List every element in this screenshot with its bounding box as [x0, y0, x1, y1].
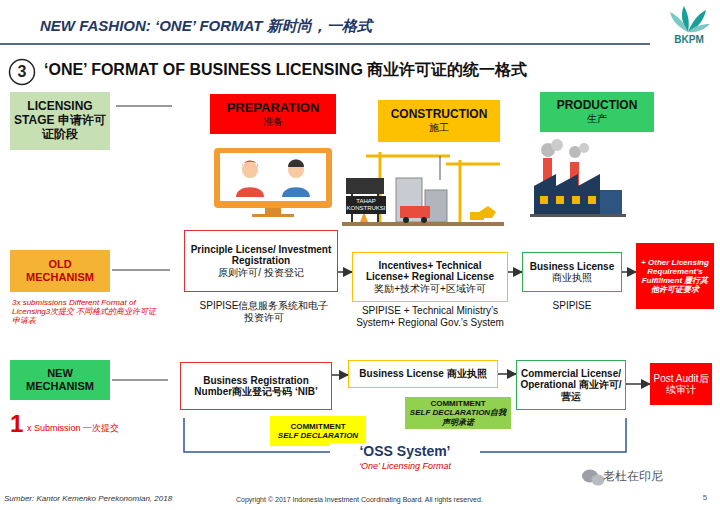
node-text: Commercial License/ Operational 商业许可/营运 [520, 368, 622, 403]
flow-arrow [338, 271, 352, 273]
node-text: 3 [18, 63, 27, 81]
copyright-note: Copyright © 2017 Indonesia Investment Co… [236, 496, 536, 504]
requirement-box: + Other Licensing Requirement’s Fulfillm… [636, 243, 714, 309]
node-text: 奖励+技术许可+区域许可 [374, 283, 486, 295]
mechanism-box: NEW MECHANISM [10, 360, 110, 400]
process-box: Business License商业执照 [522, 252, 622, 292]
process-box: Incentives+ Technical License+ Regional … [352, 252, 508, 302]
node-text: CONSTRUCTION [391, 108, 488, 122]
note-text: 3x submissions Different Format of Licen… [12, 298, 162, 326]
slide-header: NEW FASHION: ‘ONE’ FORMAT 新时尚，一格式 [40, 17, 440, 34]
node-text: SELF DECLARATION自我声明承诺 [407, 408, 509, 426]
system-label: SPIPISE + Technical Ministry’s System+ R… [342, 305, 518, 328]
node-text: 生产 [587, 113, 607, 125]
process-box: Business Registration Number商业登记号码 ‘NIB’ [180, 362, 332, 410]
circle-outline [10, 60, 35, 85]
commitment-box: COMMITMENTSELF DECLARATION自我声明承诺 [405, 397, 511, 429]
bkpm-logo [670, 6, 710, 32]
stage-box: PRODUCTION生产 [540, 92, 654, 132]
node-text: 施工 [429, 122, 449, 134]
callout-circle: 3 [8, 58, 36, 86]
stage-header: LICENSING STAGE 申请许可证阶段 [10, 92, 110, 150]
flow-arrow [498, 373, 516, 375]
row-line [116, 106, 172, 107]
stage-box: CONSTRUCTION施工 [378, 100, 500, 142]
node-text: COMMITMENT [290, 422, 345, 431]
node-text: OLD MECHANISM [13, 258, 107, 283]
flow-arrow [508, 271, 522, 273]
node-text: PREPARATION [227, 101, 320, 116]
source-note: Sumber: Kantor Kemenko Perekonomian, 201… [4, 494, 234, 503]
flow-arrow [332, 374, 348, 376]
stage-box: PREPARATION准备 [210, 94, 336, 134]
construction-illustration [342, 152, 504, 226]
node-text: 商业执照 [552, 272, 592, 284]
node-text: Business Registration Number商业登记号码 ‘NIB’ [185, 375, 327, 398]
system-caption: ‘One’ Licensing Format [330, 461, 480, 471]
flow-arrow [626, 383, 650, 385]
note-text: x Submission 一次提交 [27, 423, 157, 433]
diagram-title: ‘ONE’ FORMAT OF BUSINESS LICENSING 商业许可证… [44, 61, 604, 79]
commitment-box: COMMITMENTSELF DECLARATION [270, 416, 366, 446]
computer-illustration [214, 148, 332, 217]
node-text: Post Audit后续审计 [653, 373, 709, 396]
header-rule [0, 43, 650, 45]
page-number: 5 [698, 493, 712, 502]
factory-illustration [530, 139, 626, 217]
node-text: Principle License/ Investment Registrati… [189, 244, 333, 267]
node-text: SELF DECLARATION [278, 431, 358, 440]
node-text: 准备 [263, 116, 283, 128]
system-label: SPIPISE [530, 300, 614, 312]
row-line [112, 380, 168, 381]
process-box: Business License 商业执照 [348, 360, 498, 388]
node-text: Incentives+ Technical License+ Regional … [356, 260, 504, 283]
node-text: + Other Licensing Requirement’s Fulfillm… [639, 258, 711, 295]
system-label: SPIPISE信息服务系统和电子投资许可 [196, 300, 332, 323]
logo-text: BKPM [666, 34, 712, 46]
mechanism-box: OLD MECHANISM [10, 250, 110, 292]
process-box: Principle License/ Investment Registrati… [184, 230, 338, 292]
wechat-icon [582, 470, 605, 486]
sign-text: TAHAP KONSTRUKSI [346, 198, 386, 211]
system-name: ‘OSS System’ [330, 443, 480, 459]
node-text: PRODUCTION [557, 99, 638, 113]
node-text: COMMITMENT [430, 399, 485, 408]
flow-arrow [622, 271, 636, 273]
sign-plate [346, 196, 386, 214]
node-text: LICENSING STAGE 申请许可证阶段 [13, 100, 107, 141]
process-box: Commercial License/ Operational 商业许可/营运 [516, 360, 626, 410]
node-text: NEW MECHANISM [13, 367, 107, 392]
node-text: 原则许可/ 投资登记 [218, 267, 304, 279]
row-line [112, 270, 170, 271]
watermark: 老杜在印尼 [603, 470, 703, 484]
node-text: Business License 商业执照 [359, 368, 486, 380]
node-text: Business License [530, 261, 614, 273]
audit-box: Post Audit后续审计 [650, 363, 712, 405]
